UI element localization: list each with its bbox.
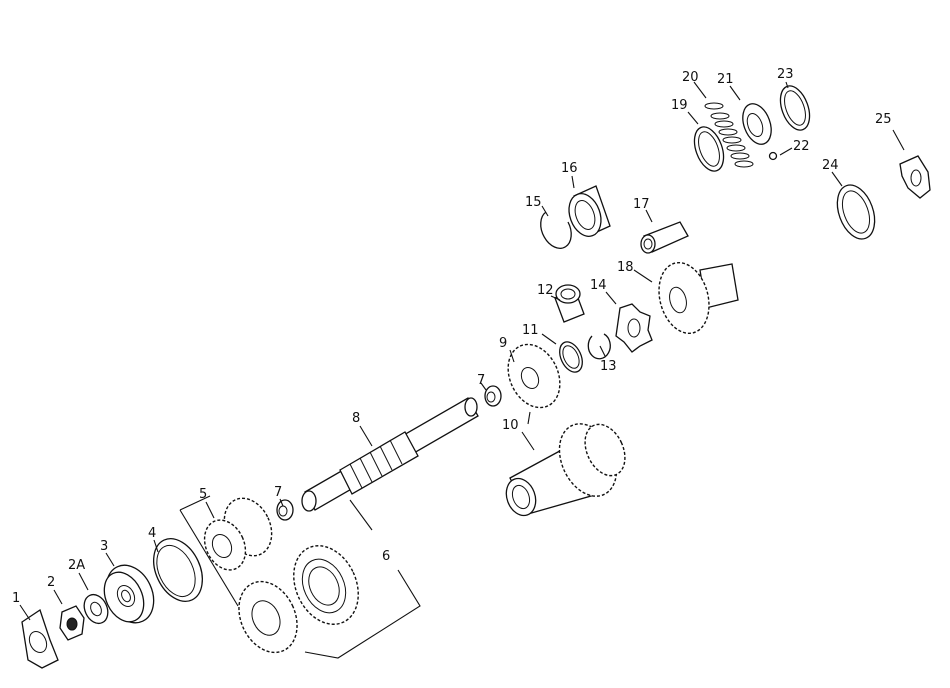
callout-7-left: 7 [274, 485, 282, 500]
callout-25: 25 [875, 112, 892, 127]
callout-5: 5 [199, 487, 207, 502]
part-3-bearing [103, 564, 155, 624]
callout-19: 19 [671, 98, 688, 113]
callout-8: 8 [352, 411, 360, 426]
part-24-ring [836, 184, 876, 240]
part-20-spring [704, 102, 754, 168]
part-18-layshaft-gear [658, 261, 739, 335]
callout-17: 17 [633, 197, 650, 212]
callout-18: 18 [617, 260, 634, 275]
part-7-bush-left [276, 499, 294, 521]
callout-15: 15 [525, 195, 542, 210]
part-10-gear-hub [505, 423, 626, 517]
callout-10: 10 [502, 418, 519, 433]
callout-labels: 1 2 2A 3 4 5 6 7 7 8 9 10 11 12 13 14 15… [12, 67, 892, 606]
part-4-ring [153, 538, 203, 602]
part-19-washer [693, 126, 725, 172]
part-5-gear [203, 497, 273, 571]
part-7-bush-right [484, 385, 502, 407]
callout-22: 22 [793, 139, 810, 154]
part-25-tab-washer [899, 155, 931, 199]
part-6-bracket [179, 495, 421, 659]
callout-21: 21 [717, 72, 734, 87]
part-2-nut [59, 605, 85, 641]
callout-23: 23 [777, 67, 794, 82]
part-16-bearing [568, 185, 611, 237]
callout-2a: 2A [68, 558, 85, 573]
part-2a-washer [83, 593, 109, 625]
part-14-splined-washer [615, 303, 653, 353]
callout-11: 11 [522, 323, 539, 338]
callout-6: 6 [382, 549, 390, 564]
part-1-lock-plate [21, 608, 59, 669]
part-13-circlip [587, 333, 611, 360]
callout-12: 12 [537, 283, 554, 298]
callout-2: 2 [47, 575, 55, 590]
part-22-pin [768, 151, 778, 161]
part-17-sleeve [640, 221, 689, 254]
callout-24: 24 [822, 158, 839, 173]
part-9-gear [507, 343, 561, 409]
part-23-ring [779, 85, 811, 131]
part-8-mainshaft [301, 397, 479, 512]
part-11-circlip [559, 341, 583, 373]
leader-lines [19, 81, 905, 621]
callout-14: 14 [590, 278, 607, 293]
part-21-cup [742, 103, 772, 145]
callout-13: 13 [600, 359, 617, 374]
callout-9: 9 [499, 336, 507, 351]
callout-16: 16 [561, 161, 578, 176]
callout-3: 3 [100, 539, 108, 554]
callout-7-right: 7 [477, 373, 485, 388]
callout-4: 4 [148, 526, 156, 541]
part-12-bush [554, 284, 585, 323]
part-6-gear-set [238, 545, 359, 654]
part-15-circlip [540, 211, 572, 249]
callout-1: 1 [12, 591, 20, 606]
callout-20: 20 [682, 70, 699, 85]
